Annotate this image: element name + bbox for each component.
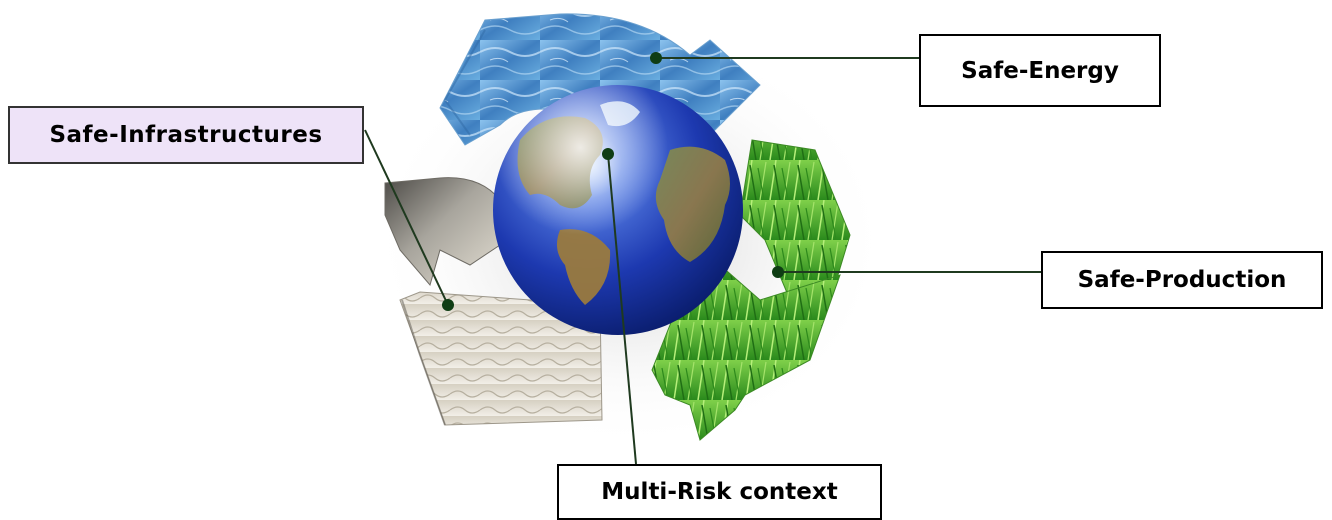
safe-production-label: Safe-Production	[1041, 251, 1323, 309]
anchor-dots	[442, 52, 784, 311]
multi-risk-context-label: Multi-Risk context	[557, 464, 882, 520]
safe-infrastructures-text: Safe-Infrastructures	[49, 122, 323, 148]
connector-safe-infrastructures	[364, 129, 449, 306]
anchor-dot-energy	[650, 52, 662, 64]
anchor-dot-infrastructures	[442, 299, 454, 311]
safe-energy-text: Safe-Energy	[961, 57, 1119, 84]
safe-energy-label: Safe-Energy	[919, 34, 1161, 107]
stone-arrow-icon	[384, 177, 603, 426]
anchor-dot-multi-risk	[602, 148, 614, 160]
connector-multi-risk	[607, 153, 637, 465]
earth-globe-icon	[493, 85, 743, 335]
safe-infrastructures-label: Safe-Infrastructures	[8, 106, 364, 164]
grass-arrow-icon	[651, 139, 851, 441]
anchor-dot-production	[772, 266, 784, 278]
safe-production-text: Safe-Production	[1077, 267, 1287, 293]
multi-risk-context-text: Multi-Risk context	[601, 479, 838, 505]
connector-lines	[364, 57, 1041, 465]
